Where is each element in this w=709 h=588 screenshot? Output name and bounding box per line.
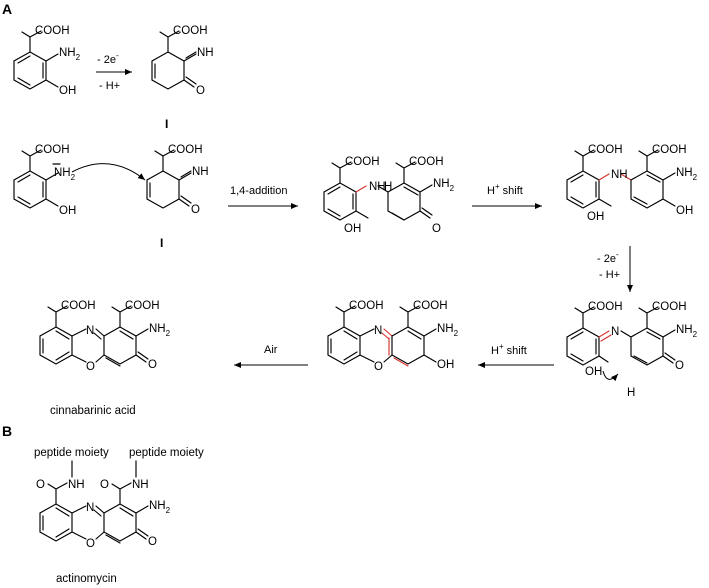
n-label: N [86,502,94,514]
reagent-minus-h: - H+ [99,80,120,92]
h-label: H [627,387,635,399]
h-label: H [384,181,392,193]
n-label: N [374,325,382,337]
oh-label: OH [676,205,693,217]
oh-label: OH [437,359,454,371]
panel-label-b: B [2,423,12,439]
nh2-label: NH2 [676,167,698,182]
nh2-label: NH2 [59,47,81,62]
oh-label: OH [587,211,604,223]
nh-bridge: NH [611,169,628,181]
o-label: O [148,359,157,371]
oh-label: OH [59,205,76,217]
oh-label: OH [59,85,76,97]
hydroxy-phenoxazine: COOH N O COOH NH2 OH [327,300,459,373]
cooh-label: COOH [35,25,70,37]
cooh-label: COOH [413,300,448,312]
nh2-label: NH2 [149,323,171,338]
nh2-label: NH2 [437,323,459,338]
actinomycin-name: actinomycin [56,573,117,585]
reagent-addition: 1,4-addition [230,185,288,197]
n-label: N [86,325,94,337]
h-shift-arrow-1: H+ shift [472,182,542,209]
o-label: O [100,479,109,491]
adduct-dimer: COOH NH H COOH NH2 OH O [323,156,455,235]
cooh-label: COOH [652,301,687,313]
reagent-air: Air [264,344,278,356]
nh2-label: NH2 [676,324,698,339]
quinone-imine-dimer: COOH N COOH NH2 OH H O [566,301,698,399]
reagent-h-shift: H+ shift [491,342,527,357]
cooh-label: COOH [35,144,70,156]
oh-label: OH [344,223,361,235]
cooh-label: COOH [61,300,96,312]
cooh-label: COOH [349,300,384,312]
nh-label: NH [68,479,85,491]
nh2-label: NH2 [54,167,76,182]
cooh-label: COOH [168,144,203,156]
reagent-minus-2e: - 2e- [97,51,119,66]
cooh-label: COOH [588,301,623,313]
oxidation-arrow-row1: - 2e- - H+ [96,51,132,92]
reagent-minus-h: - H+ [599,269,620,281]
o-label: O [675,360,684,372]
o-label: O [148,536,157,548]
cooh-label: COOH [125,300,160,312]
peptide-moiety-right: peptide moiety [129,447,204,459]
molecule-3-haa-row2: COOH NH2 OH [13,144,76,217]
oxidation-arrow-down: - 2e- - H+ [597,246,633,292]
air-arrow: Air [234,344,308,368]
compound-label-I: I [165,117,168,131]
o-label: O [36,479,45,491]
nh-label: NH [132,479,149,491]
nucleophilic-attack-arrow [71,163,146,181]
n-label: N [611,326,619,338]
o-label: O [86,361,95,373]
actinomycin: peptide moiety peptide moiety O NH O NH … [34,447,204,585]
nh-bridge: NH [369,181,386,193]
cinnabarinic-acid: COOH N O COOH NH2 O cinnabarinic acid [39,300,171,417]
cooh-label: COOH [345,156,380,168]
o-label: O [86,538,95,550]
nh2-label: NH2 [149,500,171,515]
cooh-label: COOH [173,25,208,37]
quinone-imine-I-row1: COOH NH O I [151,25,214,131]
h-shift-arrow-2: H+ shift [478,342,554,368]
cooh-label: COOH [588,144,623,156]
cinnabarinic-acid-name: cinnabarinic acid [50,405,136,417]
o-label: O [196,85,205,97]
aminophenol-dimer: COOH NH COOH NH2 OH OH [566,144,698,223]
cooh-label: COOH [409,156,444,168]
oh-label: OH [585,366,602,378]
compound-label-I: I [160,236,163,250]
addition-arrow: 1,4-addition [228,185,298,209]
o-label: O [191,204,200,216]
quinone-imine-I-row2: COOH NH O I [146,144,209,250]
nh-label: NH [197,47,214,59]
reagent-h-shift: H+ shift [487,182,523,197]
molecule-3-haa-row1: COOH NH2 OH [13,25,81,97]
reagent-minus-2e: - 2e- [597,250,619,265]
panel-label-a: A [2,1,12,17]
nh-label: NH [192,166,209,178]
o-label: O [374,361,383,373]
o-label: O [432,223,441,235]
nh2-label: NH2 [433,178,455,193]
peptide-moiety-left: peptide moiety [34,447,109,459]
cooh-label: COOH [652,144,687,156]
